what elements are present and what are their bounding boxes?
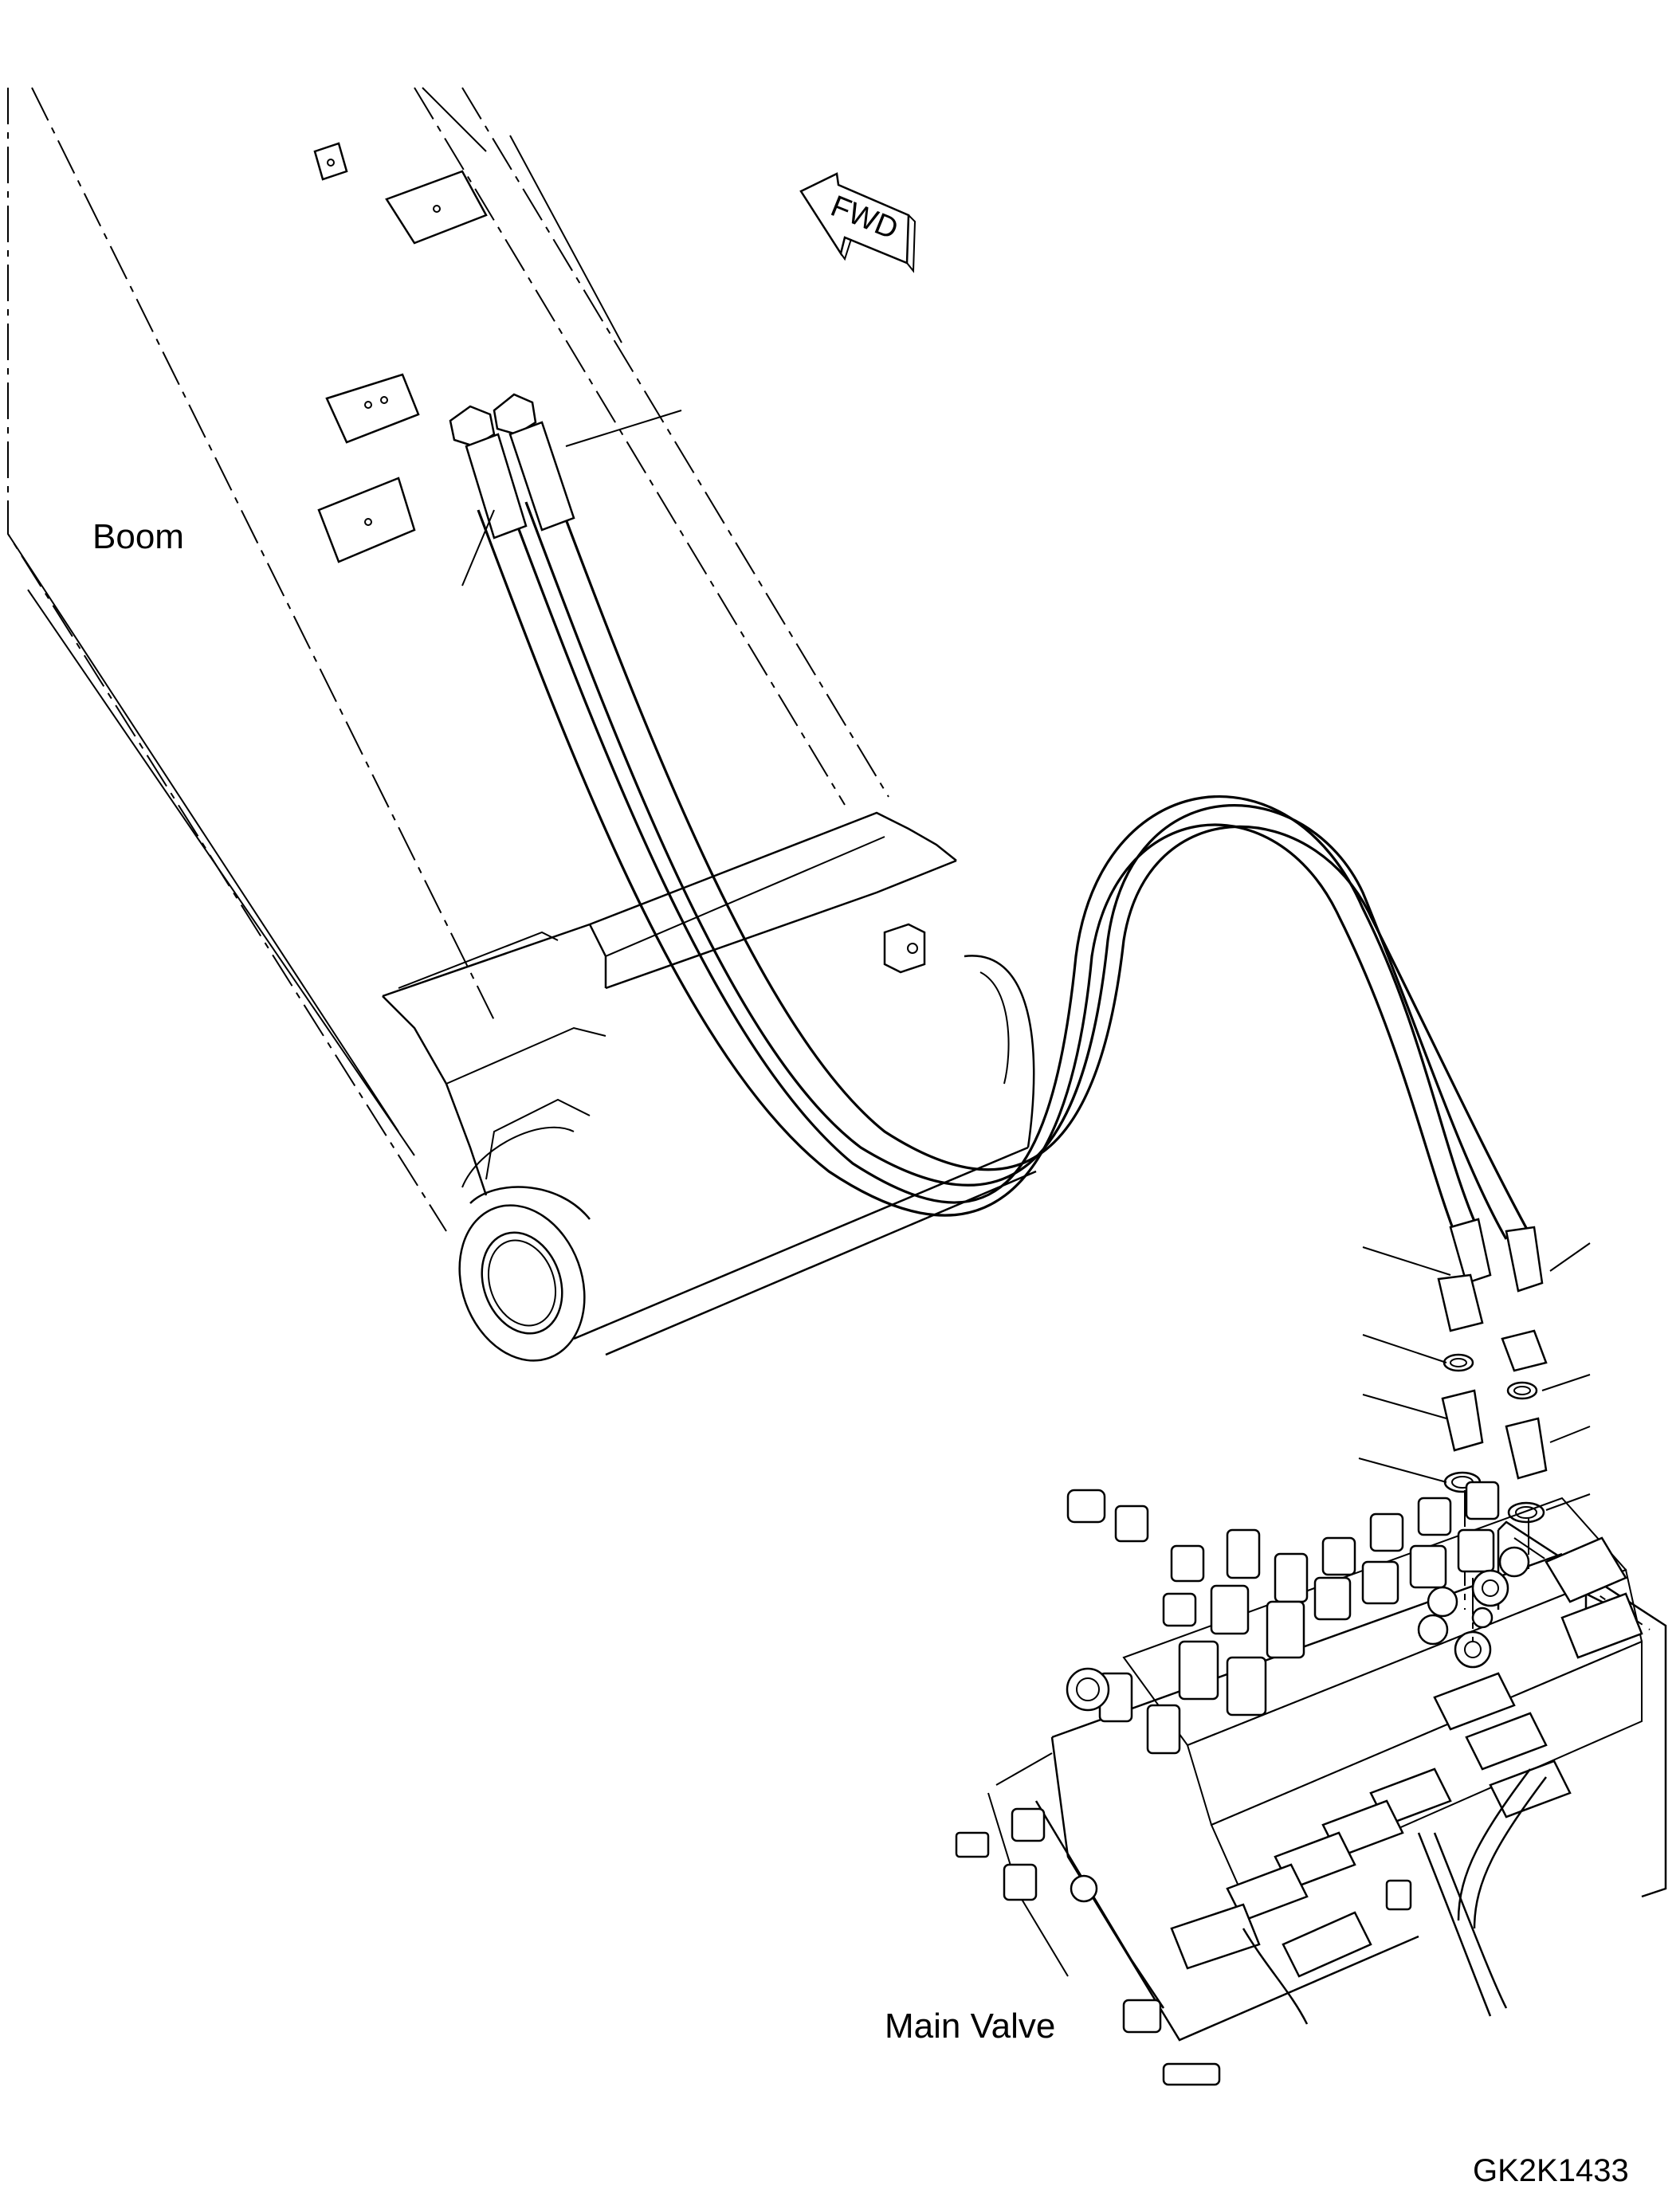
valve-fittings [955,1481,1643,2086]
main-valve-label: Main Valve [885,2007,1056,2046]
main-valve-assembly [955,1481,1667,2086]
drawing-code: GK2K1433 [1473,2153,1629,2188]
leader-lines [461,410,1591,1511]
boom-structure [7,87,1037,1362]
fwd-arrow-icon: FWD [799,172,917,273]
hydraulic-hoses [449,393,1532,1244]
hose-end-fittings [1437,1218,1548,1610]
boom-label: Boom [92,517,184,556]
boom-pads [313,142,488,563]
fwd-label: FWD [826,190,903,246]
